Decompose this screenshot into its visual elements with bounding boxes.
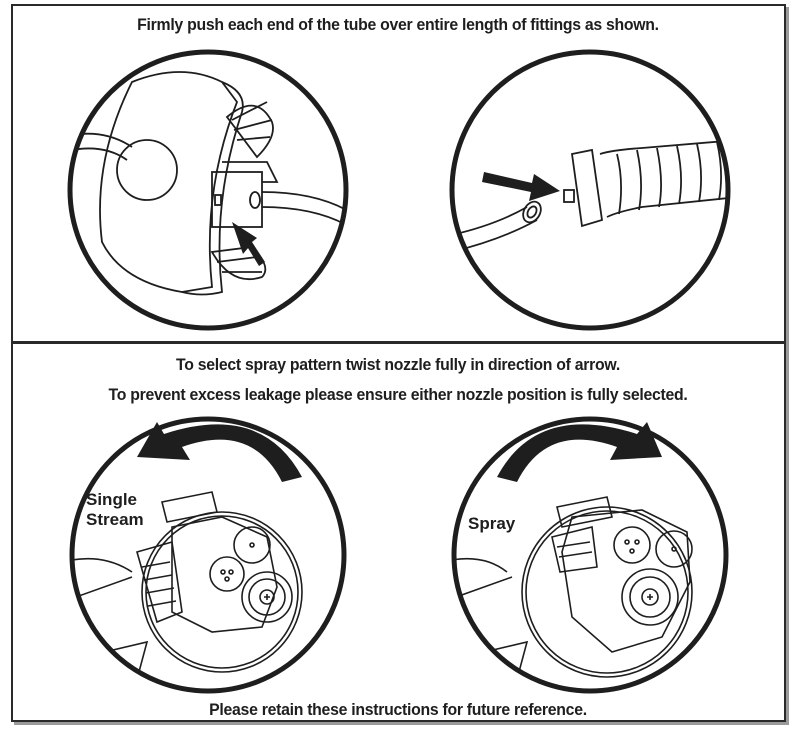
illustration-hose-fitting [449,49,731,331]
illustration-spray-nozzle [451,416,729,694]
push-arrow-icon [232,222,265,266]
section-2-instruction-1: To select spray pattern twist nozzle ful… [176,355,620,374]
section-divider [11,341,786,344]
single-stream-label-line-1: Single [86,490,138,509]
push-arrow-icon [482,172,560,201]
section-1-instruction: Firmly push each end of the tube over en… [137,15,659,34]
clockwise-arrow-icon [497,422,662,482]
illustration-pump-fitting [67,49,349,331]
spray-label: Spray [468,514,516,533]
section-2-instruction-2: To prevent excess leakage please ensure … [108,385,688,404]
single-stream-label-line-2: Stream [86,510,144,529]
footer-note: Please retain these instructions for fut… [209,700,587,719]
illustration-single-stream-nozzle [69,416,347,694]
single-stream-label: Single Stream [86,490,144,530]
counter-clockwise-arrow-icon [137,422,302,482]
